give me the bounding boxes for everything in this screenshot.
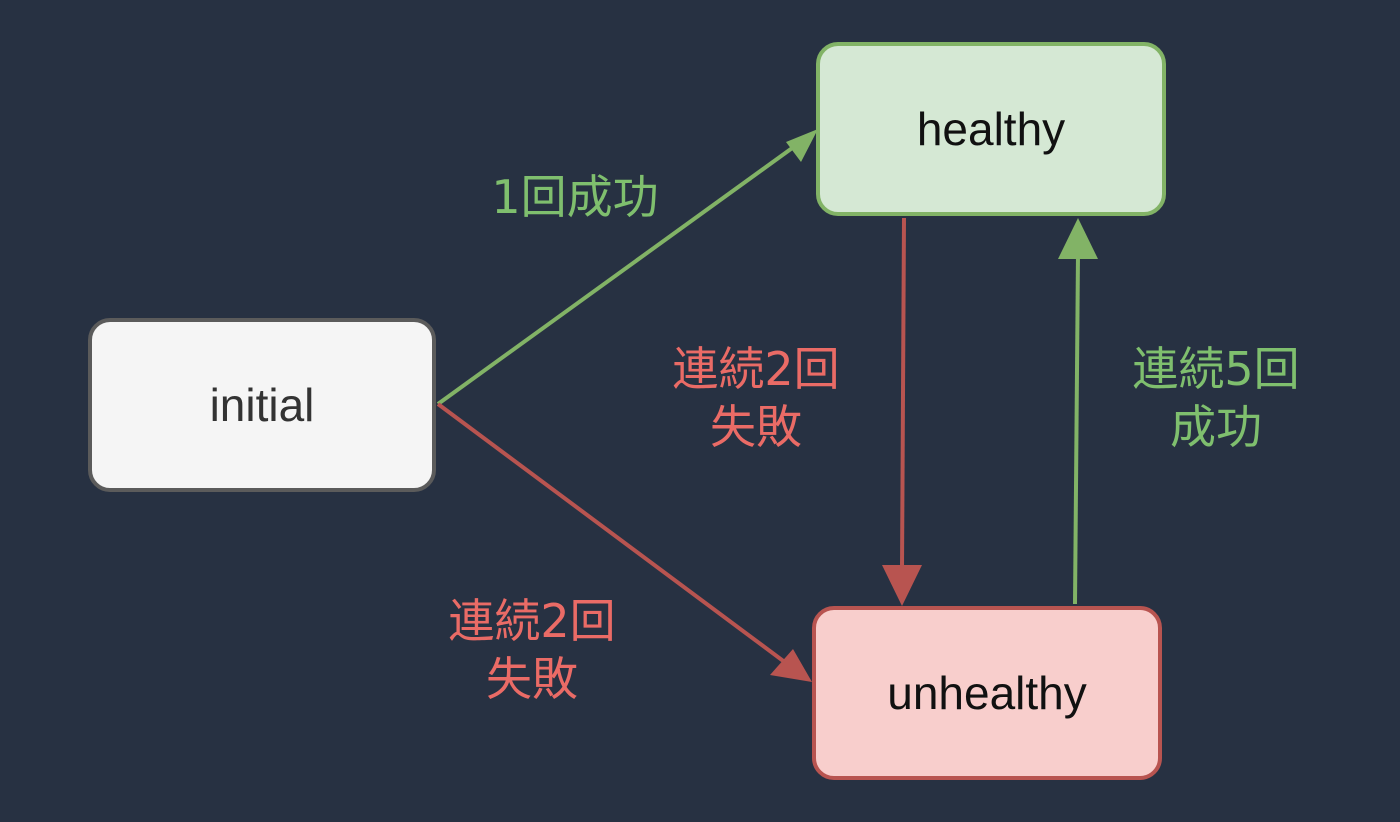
arrowhead-icon [786, 129, 818, 162]
edge-label-line: 失敗 [710, 400, 802, 454]
state-initial: initial [88, 318, 436, 492]
edge-label-healthy-to-unhealthy: 連続2回 失敗 [648, 340, 864, 456]
edge-label-line: 成功 [1170, 400, 1262, 454]
edge-label-initial-to-unhealthy: 連続2回 失敗 [424, 592, 640, 708]
arrowhead-icon [1058, 218, 1098, 259]
state-initial-label: initial [209, 379, 315, 431]
edge-label-line: 1回成功 [491, 170, 659, 224]
edge-label-unhealthy-to-healthy: 連続5回 成功 [1108, 340, 1324, 456]
arrowhead-icon [882, 565, 922, 606]
edge-label-initial-to-healthy: 1回成功 [470, 168, 680, 226]
edge-label-line: 失敗 [486, 652, 578, 706]
edge-initial-to-healthy [436, 129, 818, 406]
state-unhealthy-label: unhealthy [887, 667, 1087, 719]
arrowhead-icon [770, 649, 812, 682]
state-unhealthy: unhealthy [812, 606, 1162, 780]
state-healthy: healthy [816, 42, 1166, 216]
edge-label-line: 連続5回 [1132, 342, 1300, 396]
edge-initial-to-unhealthy [436, 402, 812, 682]
edge-label-line: 連続2回 [672, 342, 840, 396]
state-healthy-label: healthy [916, 103, 1066, 155]
edge-unhealthy-to-healthy [1058, 218, 1098, 605]
edge-label-line: 連続2回 [448, 594, 616, 648]
edge-healthy-to-unhealthy [882, 217, 922, 606]
